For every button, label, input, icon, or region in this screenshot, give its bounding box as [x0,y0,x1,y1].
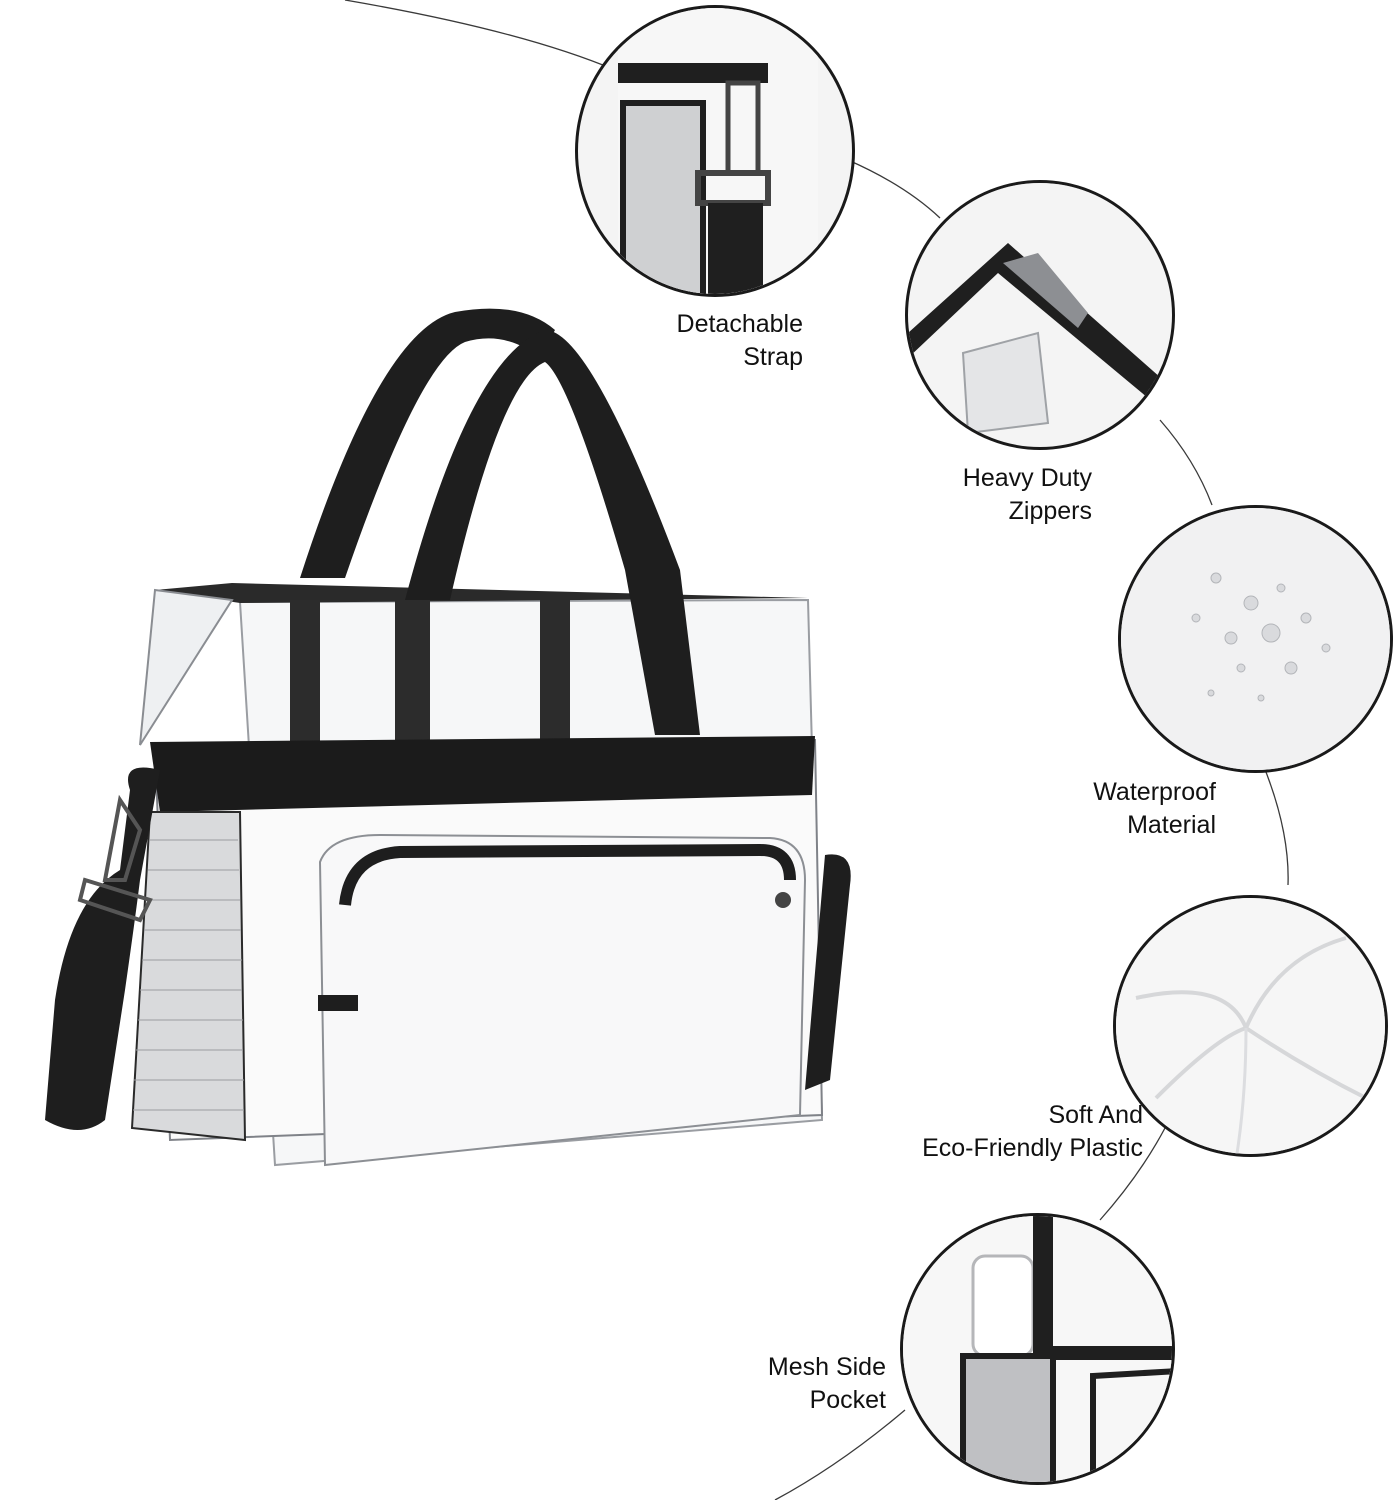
soft-eco-friendly-plastic-detail-image [1113,895,1388,1157]
feature-label-line-1: Waterproof [1093,778,1216,806]
feature-label-line-2: Material [1127,811,1216,839]
feature-label-line-1: Heavy Duty [962,464,1092,492]
feature-label-detachable-strap: Detachable Strap [677,308,803,374]
heavy-duty-zippers-detail-image [905,180,1175,450]
feature-label-waterproof-material: Waterproof Material [1093,776,1216,842]
waterproof-material-detail-image [1118,505,1393,773]
feature-label-line-2: Pocket [809,1386,886,1414]
mesh-side-pocket-detail-image [900,1213,1175,1485]
feature-label-line-2: Eco-Friendly Plastic [922,1134,1143,1162]
feature-label-mesh-side-pocket: Mesh Side Pocket [768,1351,886,1417]
detachable-strap-detail-image [575,5,855,297]
feature-label-heavy-duty-zippers: Heavy Duty Zippers [963,462,1092,528]
feature-label-line-1: Detachable [676,310,803,338]
feature-label-soft-eco-friendly-plastic: Soft And Eco-Friendly Plastic [922,1099,1143,1165]
feature-label-line-1: Mesh Side [767,1353,886,1381]
feature-label-line-2: Strap [743,343,803,371]
feature-label-line-1: Soft And [1048,1101,1143,1129]
feature-label-line-2: Zippers [1008,497,1092,525]
